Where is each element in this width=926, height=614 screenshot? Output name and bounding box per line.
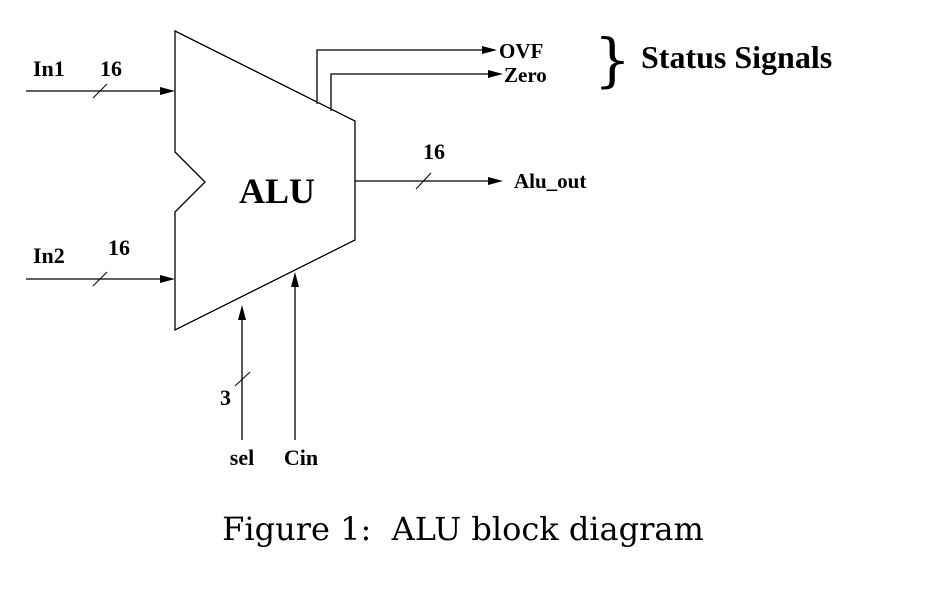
zero-arrowhead: [488, 70, 503, 78]
alu-out-bus-tick: [415, 172, 432, 190]
sel-width-label: 3: [220, 385, 231, 410]
in2-arrowhead: [160, 275, 175, 283]
alu-block-outline: [174, 29, 356, 332]
in1-bus-tick: [92, 83, 108, 99]
in2-bus-tick: [92, 271, 108, 287]
zero-wire: [330, 73, 492, 111]
ovf-label: OVF: [499, 39, 543, 63]
in1-width-label: 16: [100, 56, 122, 81]
in1-arrowhead: [160, 87, 175, 95]
cin-label: Cin: [284, 445, 318, 470]
alu-out-arrowhead: [488, 177, 503, 185]
sel-arrowhead: [238, 305, 246, 320]
in2-width-label: 16: [108, 235, 130, 260]
status-brace: }: [594, 26, 631, 94]
alu-block-label: ALU: [239, 171, 315, 211]
alu-out-width-label: 16: [423, 139, 445, 164]
ovf-wire: [316, 49, 486, 104]
cin-arrowhead: [291, 272, 299, 287]
ovf-arrowhead: [482, 46, 497, 54]
sel-bus-tick: [234, 371, 251, 387]
sel-label: sel: [230, 445, 254, 470]
alu-out-label: Alu_out: [514, 169, 586, 193]
in1-label: In1: [33, 56, 65, 81]
status-signals-label: Status Signals: [641, 39, 832, 75]
figure-caption: Figure 1: ALU block diagram: [222, 510, 704, 548]
in2-label: In2: [33, 243, 65, 268]
zero-label: Zero: [504, 63, 547, 87]
